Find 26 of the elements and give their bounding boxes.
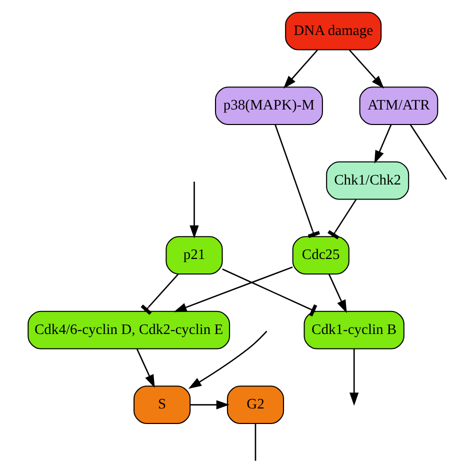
- arrow: [348, 50, 384, 89]
- arrow: [374, 124, 392, 164]
- node-box: Cdc25: [292, 236, 349, 275]
- connector: [327, 199, 356, 240]
- arrow: [188, 330, 267, 389]
- node-box: S: [133, 386, 190, 424]
- arrow: [173, 266, 292, 312]
- node-box: p38(MAPK)-M: [214, 86, 322, 126]
- arrow: [328, 274, 346, 314]
- node-box: ATM/ATR: [358, 86, 438, 126]
- node-box: DNA damage: [284, 12, 382, 50]
- node-box: Cdk1-cyclin B: [303, 310, 404, 350]
- node-box: Cdk4/6-cyclin D, Cdk2-cyclin E: [27, 310, 230, 350]
- arrow: [282, 50, 318, 89]
- node-box: Chk1/Chk2: [326, 161, 409, 200]
- node-box: G2: [226, 386, 284, 424]
- node-box: p21: [165, 236, 222, 275]
- arrow: [190, 400, 229, 410]
- connector: [140, 274, 178, 315]
- connector: [254, 424, 256, 461]
- arrow: [189, 182, 198, 238]
- connector: [409, 124, 446, 180]
- connector: [274, 124, 320, 238]
- arrow: [136, 348, 154, 388]
- connector: [222, 268, 317, 316]
- arrow: [349, 349, 358, 406]
